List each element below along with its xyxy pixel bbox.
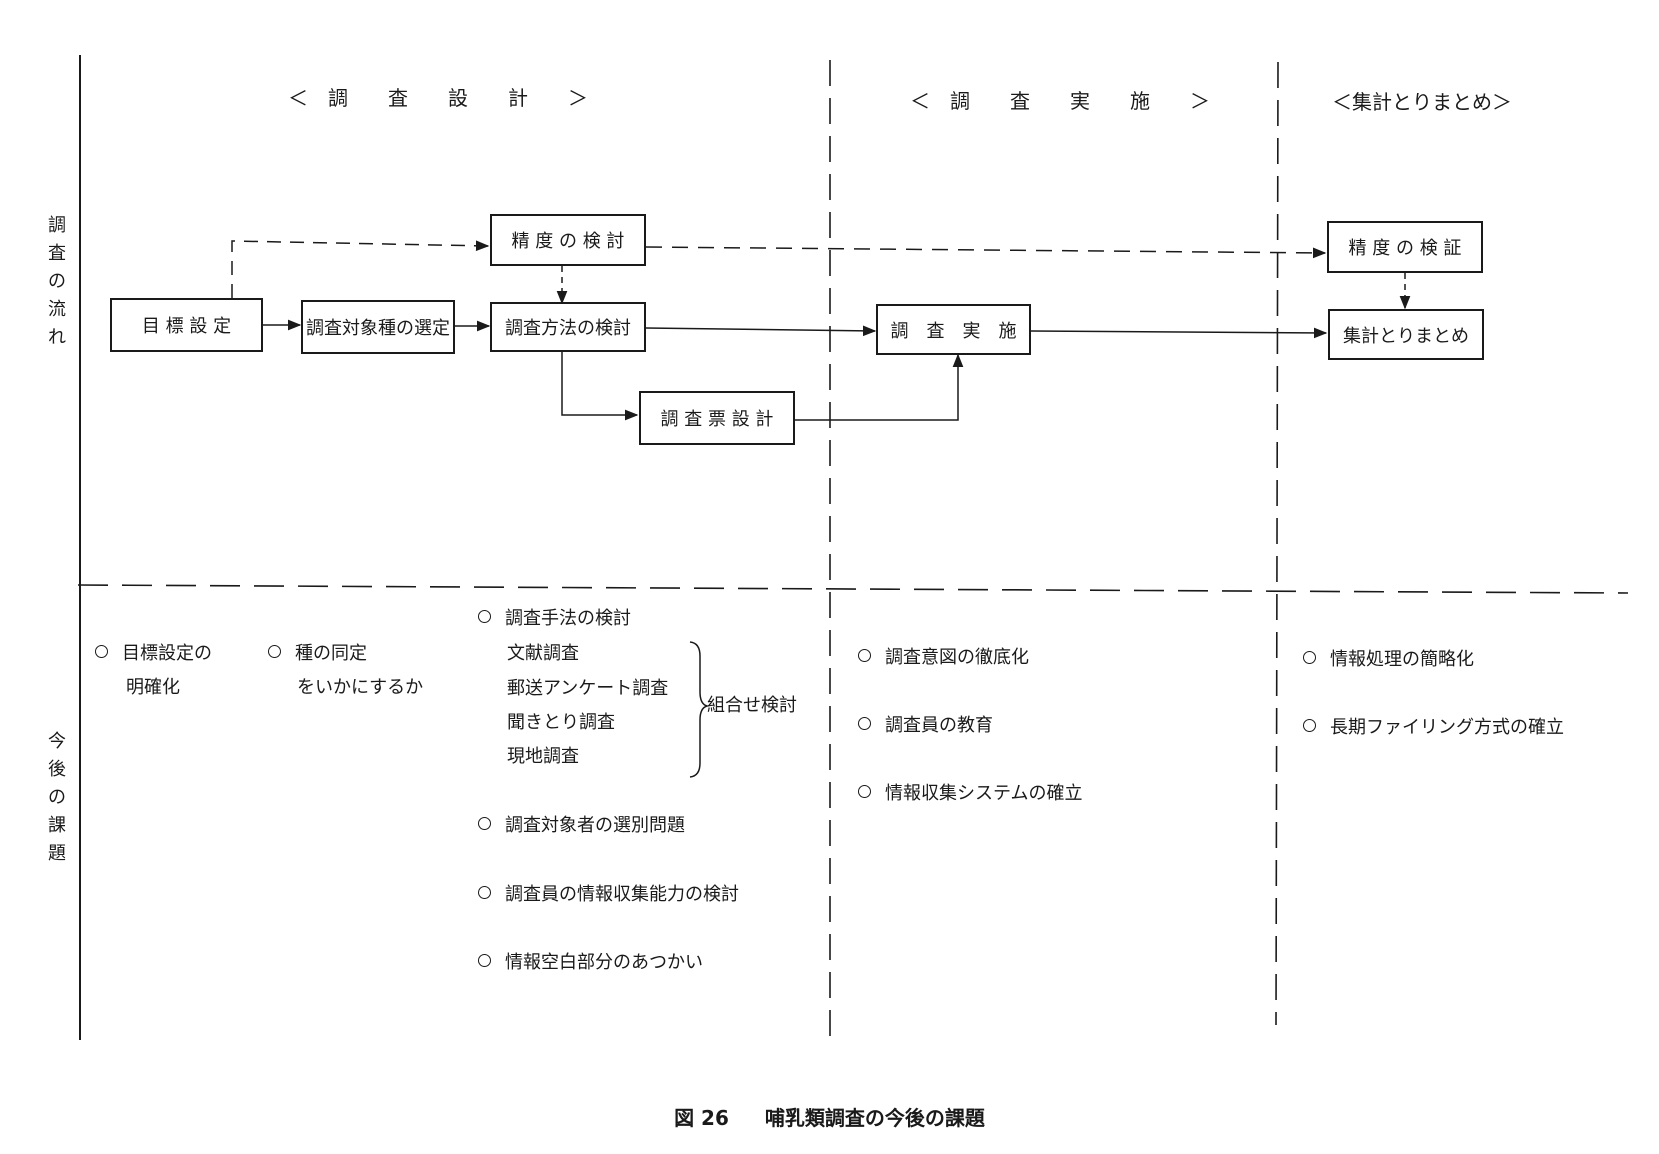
issue-method-interview: 聞きとり調査	[507, 712, 615, 733]
combination-brace	[689, 641, 710, 778]
issue-info-system: 情報収集システムの確立	[858, 785, 1082, 803]
arrow-questionnaire-to-execution	[795, 353, 964, 421]
section-divider-2	[1275, 61, 1279, 1026]
box-target-selection: 調査対象種の選定	[301, 300, 455, 354]
horizontal-divider	[77, 584, 1629, 594]
row-label-flow-char: 流	[48, 299, 66, 320]
bullet-circle-icon	[268, 645, 281, 658]
issue-method-mail-survey: 郵送アンケート調査	[507, 678, 669, 699]
issue-long-term-filing: 長期ファイリング方式の確立	[1303, 719, 1564, 737]
row-label-flow-char: 調	[48, 215, 66, 236]
row-label-flow: 調 査 の 流 れ	[46, 212, 68, 352]
issue-goal-clarify-line2: 明確化	[126, 677, 180, 698]
bullet-circle-icon	[478, 886, 491, 899]
arrow-execution-to-aggregation	[1030, 327, 1328, 339]
issue-goal-clarify: 目標設定の	[95, 645, 212, 663]
section-header-implementation: ＜ 調 査 実 施 ＞	[910, 89, 1210, 113]
issue-respondent-selection: 調査対象者の選別問題	[478, 817, 685, 835]
arrow-method-to-questionnaire	[561, 352, 639, 421]
bullet-circle-icon	[1303, 719, 1316, 732]
bullet-circle-icon	[858, 717, 871, 730]
dashed-link-goal-to-accuracy	[231, 240, 490, 298]
bullet-circle-icon	[478, 610, 491, 623]
row-label-flow-char: れ	[48, 327, 66, 348]
row-label-issues-char: 課	[48, 815, 66, 836]
issue-information-gaps: 情報空白部分のあつかい	[478, 954, 703, 972]
box-goal-setting: 目 標 設 定	[110, 298, 263, 352]
issue-investigator-training: 調査員の教育	[858, 717, 993, 735]
box-accuracy-review: 精 度 の 検 討	[490, 214, 646, 266]
bullet-circle-icon	[478, 817, 491, 830]
figure-title: 哺乳類調査の今後の課題	[764, 1106, 985, 1130]
issue-investigator-ability: 調査員の情報収集能力の検討	[478, 886, 739, 904]
issue-info-processing: 情報処理の簡略化	[1303, 651, 1474, 669]
row-label-issues-char: 題	[48, 843, 66, 864]
box-method-review: 調査方法の検討	[490, 302, 646, 352]
section-header-summary: ＜集計とりまとめ＞	[1332, 90, 1512, 114]
issue-method-review: 調査手法の検討	[478, 610, 631, 628]
issue-species-id: 種の同定	[268, 645, 367, 663]
issue-species-id-line2: をいかにするか	[297, 677, 424, 698]
issue-method-literature: 文献調査	[507, 643, 579, 664]
issue-method-field: 現地調査	[507, 746, 579, 767]
bullet-circle-icon	[1303, 651, 1316, 664]
figure-number: 図 26	[674, 1106, 729, 1130]
issue-combination: 組合せ検討	[707, 695, 797, 716]
figure-caption: 図 26 哺乳類調査の今後の課題	[0, 1102, 1659, 1131]
dashed-link-accuracy-to-verification	[645, 246, 1327, 259]
box-accuracy-verification: 精 度 の 検 証	[1327, 221, 1483, 273]
row-label-issues-char: 後	[48, 759, 66, 780]
row-label-flow-char: 査	[48, 243, 66, 264]
bullet-circle-icon	[858, 649, 871, 662]
bullet-circle-icon	[95, 645, 108, 658]
bullet-circle-icon	[478, 954, 491, 967]
section-header-design: ＜ 調 査 設 計 ＞	[288, 86, 588, 110]
box-survey-execution: 調 査 実 施	[876, 304, 1031, 355]
row-label-issues-char: 今	[48, 731, 66, 752]
issue-intent-thorough: 調査意図の徹底化	[858, 649, 1029, 667]
box-aggregation: 集計とりまとめ	[1328, 309, 1484, 360]
box-questionnaire-design: 調 査 票 設 計	[639, 391, 795, 445]
arrow-method-to-execution	[645, 325, 877, 337]
row-label-issues: 今 後 の 課 題	[46, 728, 68, 868]
row-label-flow-char: の	[48, 271, 66, 292]
row-label-issues-char: の	[48, 787, 66, 808]
bullet-circle-icon	[858, 785, 871, 798]
